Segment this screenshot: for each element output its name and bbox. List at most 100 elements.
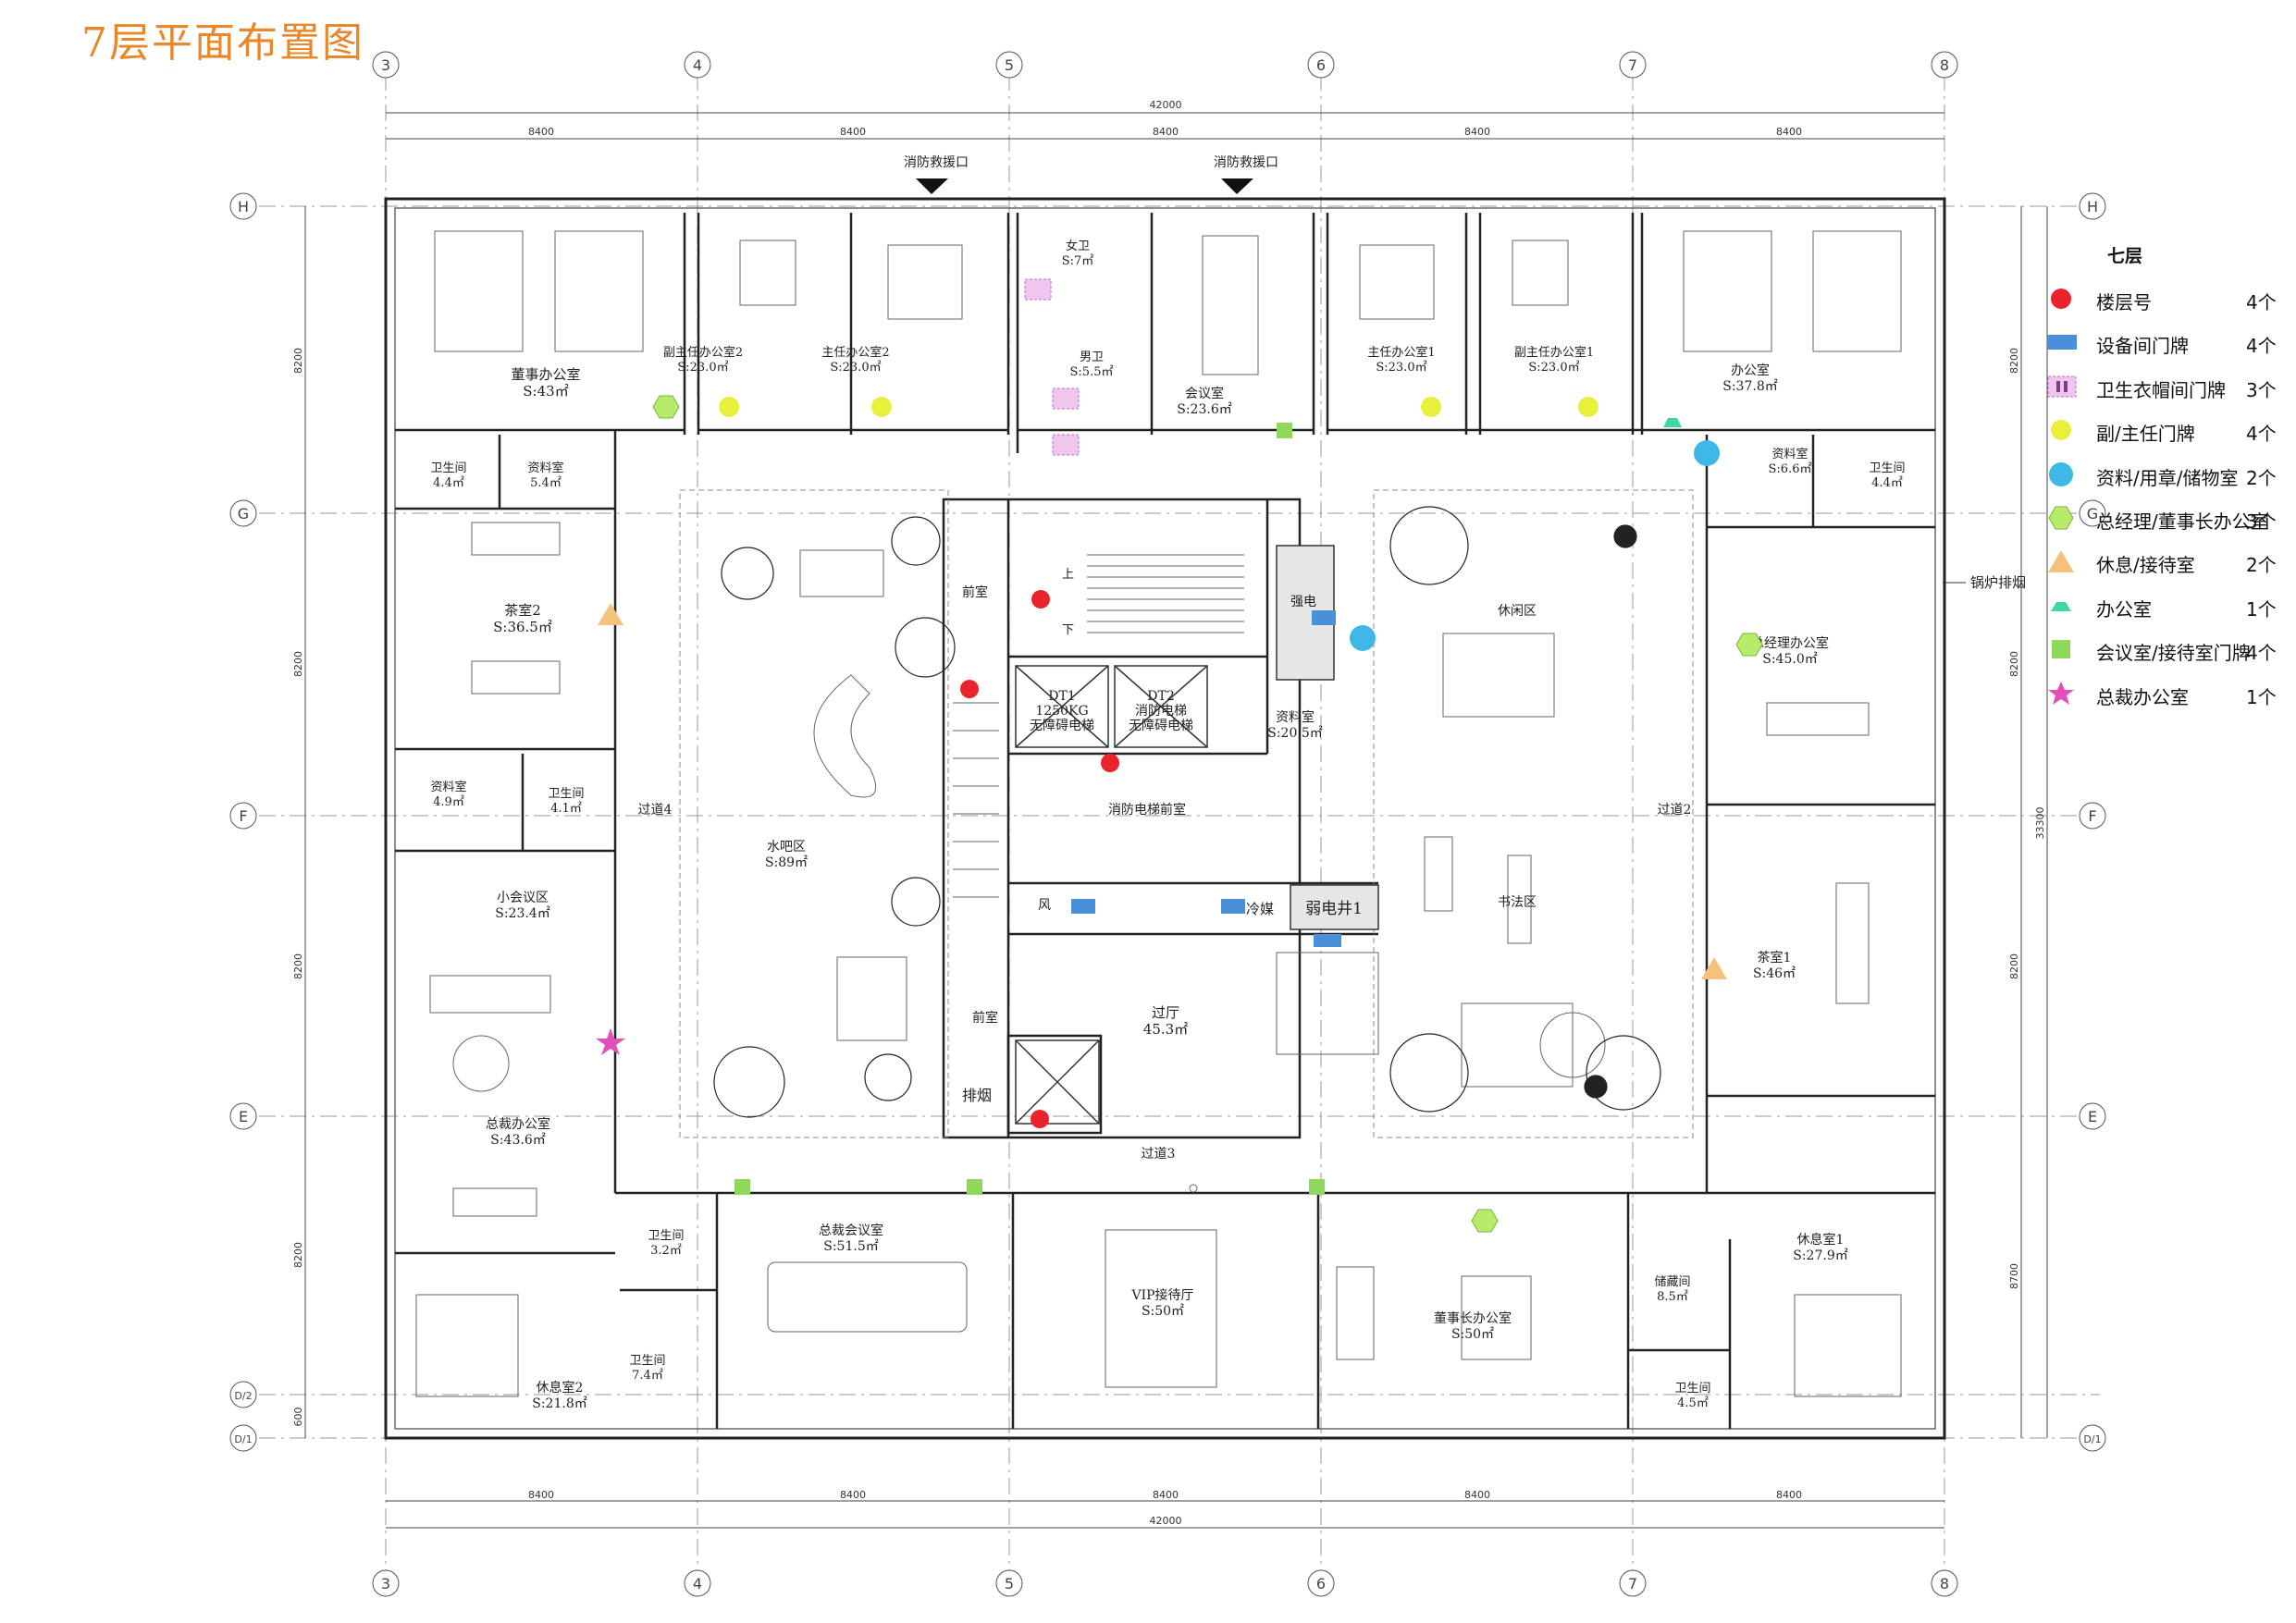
room-name: 女卫: [1066, 239, 1090, 253]
hexagon-icon: [2048, 506, 2074, 530]
room-area: S:23.0㎡: [1376, 361, 1426, 375]
rest-room-sign: [598, 603, 623, 625]
room-name: 资料室: [527, 461, 563, 475]
legend-count: 4个: [2246, 642, 2277, 665]
axis-grid: [259, 74, 2100, 1572]
legend-count: 2个: [2246, 466, 2277, 489]
room-area: S:7㎡: [1062, 254, 1094, 268]
room-area: S:21.8㎡: [532, 1396, 586, 1411]
legend-row: 设备间门牌 4个: [2044, 329, 2285, 373]
bay-1: 8400: [528, 126, 554, 138]
room-area: S:27.9㎡: [1793, 1248, 1847, 1263]
room-name: 副主任办公室1: [1514, 345, 1594, 360]
rest-room-sign: [1701, 957, 1727, 979]
core-labels: DT1 1250KG 无障碍电梯 DT2 消防电梯 无障碍电梯 上 下 风 排烟…: [962, 568, 1363, 1104]
room-area: S:6.6㎡: [1769, 462, 1812, 476]
markers: [596, 278, 1763, 1233]
triangle-icon: [2048, 550, 2074, 573]
room-area: S:50㎡: [1451, 1327, 1494, 1342]
floor-number-marker: [1031, 590, 1050, 609]
left-bay-1: 8200: [292, 348, 304, 374]
room-area: S:43㎡: [523, 383, 568, 400]
weak-label: 弱电井1: [1305, 900, 1363, 918]
room-area: S:20.5㎡: [1267, 726, 1322, 741]
stair-down: 下: [1062, 623, 1074, 637]
right-total: 33300: [2034, 807, 2046, 840]
room-area: S:23.0㎡: [677, 361, 728, 375]
room-name: 茶室1: [1758, 950, 1792, 965]
legend-label: 总裁办公室: [2096, 685, 2189, 708]
strong-label: 强电: [1290, 595, 1316, 609]
right-bay-2: 8200: [2008, 651, 2020, 677]
floor-number-marker: [960, 680, 979, 698]
director-sign: [719, 397, 739, 417]
room-name: 总经理办公室: [1751, 635, 1829, 651]
trapezoid-icon: [2051, 601, 2071, 611]
col-5-b: 5: [1005, 1575, 1014, 1592]
archive-sign: [1350, 625, 1376, 651]
legend-label: 资料/用章/储物室: [2096, 466, 2239, 489]
axis-bubbles: [229, 51, 2106, 1597]
room-area: 7.4㎡: [632, 1369, 663, 1383]
legend-count: 4个: [2246, 291, 2277, 314]
row-d2: D/2: [234, 1390, 252, 1402]
equipment-sign: [1314, 934, 1341, 947]
room-name: 过厅: [1152, 1004, 1179, 1021]
ceo-office-sign: [652, 395, 680, 419]
legend-count: 4个: [2246, 423, 2277, 446]
legend-row: 楼层号 4个: [2044, 286, 2285, 329]
room-name: 会议室: [1185, 386, 1224, 401]
row-e-r: E: [2088, 1108, 2097, 1125]
room-name: 副主任办公室2: [663, 345, 743, 360]
room-name: 主任办公室2: [821, 345, 889, 360]
toilet-sign: [1024, 278, 1052, 301]
legend-count: 4个: [2246, 335, 2277, 358]
bay-b2: 8400: [840, 1489, 866, 1501]
furniture: [415, 230, 1902, 1397]
total-width-top: 42000: [1150, 99, 1182, 111]
room-labels: 董事办公室S:43㎡副主任办公室2S:23.0㎡主任办公室2S:23.0㎡女卫S…: [430, 239, 1905, 1411]
stair-lines: [953, 554, 1244, 898]
legend-row: 总经理/董事长办公室 3个: [2044, 505, 2285, 548]
room-area: 4.1㎡: [550, 802, 582, 816]
room-name: 卫生间: [548, 787, 584, 801]
fan-label: 风: [1038, 898, 1051, 913]
left-bay-3: 8200: [292, 953, 304, 979]
president-office-sign: [596, 1028, 625, 1055]
total-width-bottom: 42000: [1150, 1515, 1182, 1527]
meeting-sign: [734, 1179, 750, 1195]
dt2-name: 消防电梯: [1135, 704, 1187, 719]
room-name: 卫生间: [648, 1229, 684, 1243]
bay-2: 8400: [840, 126, 866, 138]
toilet-sign: [1052, 387, 1080, 410]
room-name: 前室: [962, 584, 988, 600]
room-area: S:45.0㎡: [1762, 652, 1817, 667]
row-h: H: [238, 198, 249, 215]
row-e: E: [239, 1108, 248, 1125]
dt2-type: 无障碍电梯: [1129, 719, 1193, 733]
room-area: S:37.8㎡: [1722, 379, 1777, 394]
col-8-b: 8: [1940, 1575, 1949, 1592]
ceo-office-sign: [1471, 1209, 1499, 1233]
room-name: 休息室2: [537, 1380, 584, 1396]
room-area: 4.4㎡: [433, 476, 464, 490]
col-4-b: 4: [693, 1575, 702, 1592]
archive-sign: [1694, 440, 1720, 466]
atrium-zones: [679, 489, 1694, 1138]
dimension-texts: 42000 8400 8400 8400 8400 8400 8400 8400…: [292, 99, 2046, 1527]
room-area: S:23.0㎡: [830, 361, 881, 375]
legend-row: 休息/接待室 2个: [2044, 548, 2285, 592]
col-6: 6: [1316, 56, 1326, 74]
legend-label: 设备间门牌: [2096, 335, 2189, 358]
legend-row: 总裁办公室 1个: [2044, 681, 2285, 724]
room-name: 卫生间: [1869, 461, 1905, 475]
legend-label: 总经理/董事长办公室: [2096, 510, 2269, 533]
room-name: 休息室1: [1797, 1232, 1845, 1248]
axis-bubble-labels: 3 4 5 6 7 8 3 4 5 6 7 8 H G F E D/2 D/1 …: [234, 56, 2101, 1592]
room-area: S:23.4㎡: [495, 906, 549, 921]
bay-b1: 8400: [528, 1489, 554, 1501]
smoke-label: 排烟: [962, 1087, 992, 1104]
room-name: 书法区: [1498, 895, 1537, 910]
legend-label: 楼层号: [2096, 291, 2152, 314]
